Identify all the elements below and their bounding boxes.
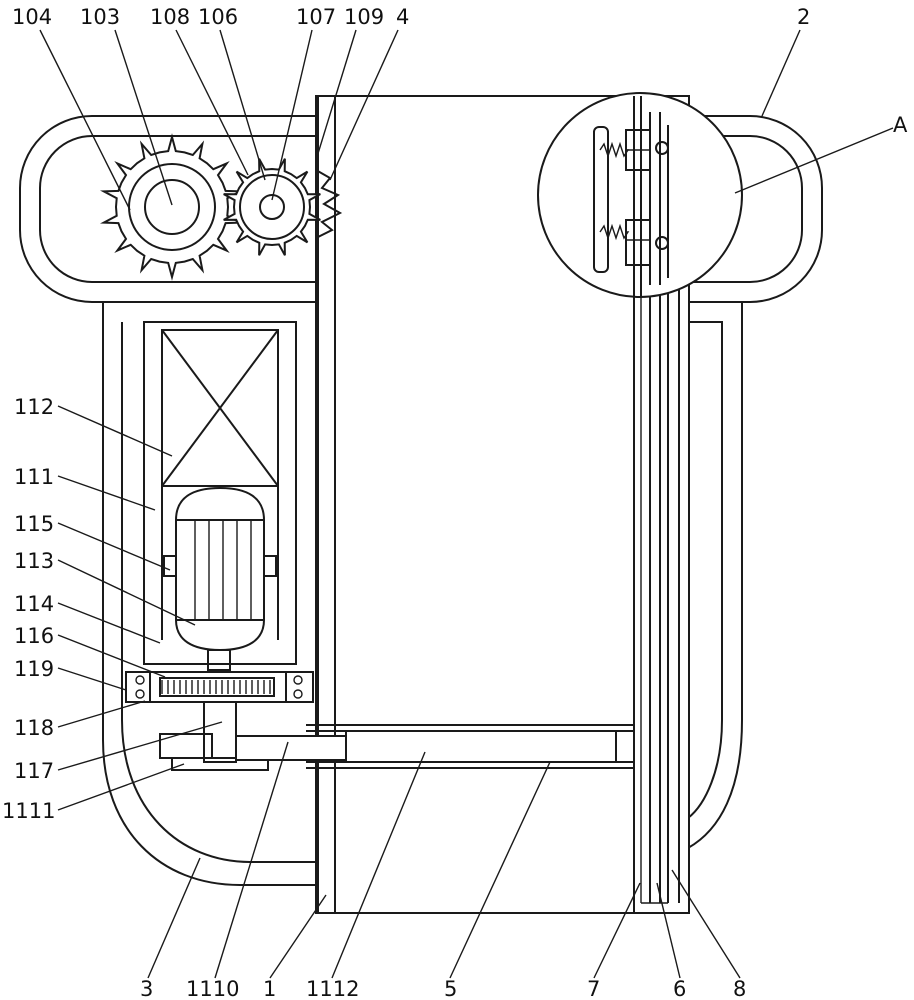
label-119: 119	[14, 657, 54, 681]
leader-lines	[39, 29, 894, 979]
label-2: 2	[797, 5, 810, 29]
motor-column	[143, 321, 297, 665]
label-108: 108	[150, 5, 190, 29]
detail-circle-a	[537, 92, 743, 298]
large-gear	[100, 133, 244, 281]
part-labels: 104 103 108 106 107 109 4 2 A 112 111 11…	[2, 5, 908, 1000]
gear-box	[125, 671, 314, 771]
label-103: 103	[80, 5, 120, 29]
label-112: 112	[14, 395, 54, 419]
push-rod-assembly	[235, 724, 635, 769]
label-8: 8	[733, 977, 746, 1000]
motor	[163, 486, 277, 671]
label-1110: 1110	[186, 977, 239, 1000]
left-housing	[102, 302, 316, 886]
label-109: 109	[344, 5, 384, 29]
label-107: 107	[296, 5, 336, 29]
label-113: 113	[14, 549, 54, 573]
label-116: 116	[14, 624, 54, 648]
label-111: 111	[14, 465, 54, 489]
label-3: 3	[140, 977, 153, 1000]
label-117: 117	[14, 759, 54, 783]
label-1112: 1112	[306, 977, 359, 1000]
label-118: 118	[14, 716, 54, 740]
right-housing	[687, 301, 743, 849]
label-5: 5	[444, 977, 457, 1000]
small-gear	[223, 158, 321, 256]
label-104: 104	[12, 5, 52, 29]
label-106: 106	[198, 5, 238, 29]
label-7: 7	[587, 977, 600, 1000]
label-4: 4	[396, 5, 409, 29]
label-1: 1	[263, 977, 276, 1000]
label-115: 115	[14, 512, 54, 536]
label-1111: 1111	[2, 799, 55, 823]
label-6: 6	[673, 977, 686, 1000]
cutter-blade	[315, 169, 343, 239]
label-a: A	[893, 113, 908, 137]
label-114: 114	[14, 592, 54, 616]
